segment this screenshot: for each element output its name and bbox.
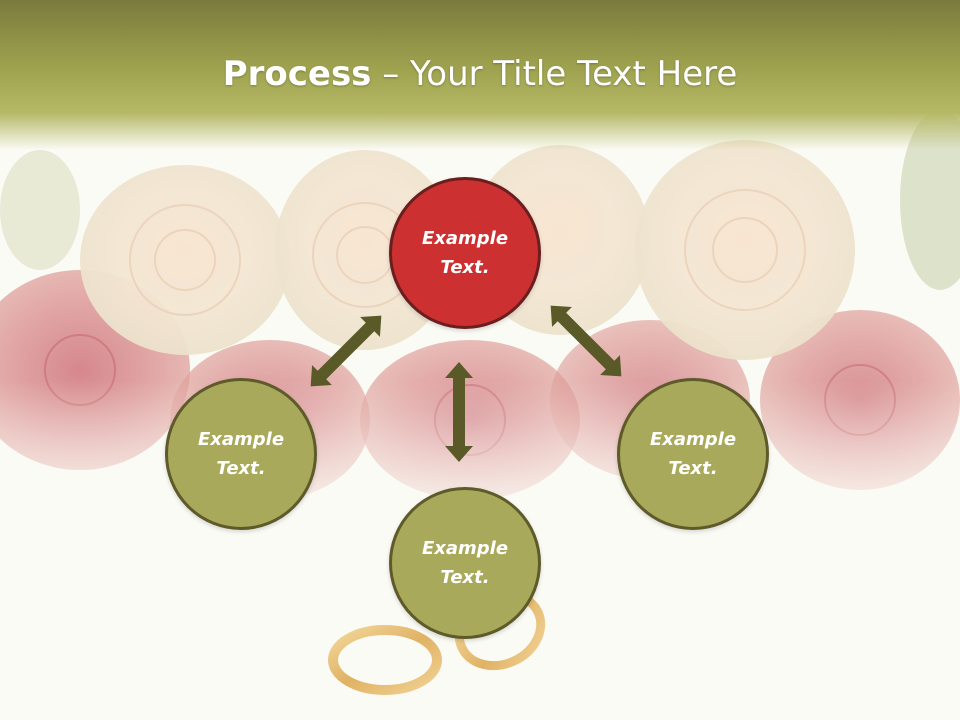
circle-top-text: Example Text. <box>421 228 509 278</box>
circle-right-text: Example Text. <box>649 429 737 479</box>
process-circle-bottom[interactable]: Example Text. <box>389 487 541 639</box>
title-bar <box>0 0 960 150</box>
slide-title[interactable]: Process – Your Title Text Here <box>0 52 960 96</box>
circle-bottom-text: Example Text. <box>421 538 509 588</box>
process-circle-top[interactable]: Example Text. <box>389 177 541 329</box>
title-rest: – Your Title Text Here <box>371 54 738 94</box>
circle-left-text: Example Text. <box>197 429 285 479</box>
process-circle-right[interactable]: Example Text. <box>617 378 769 530</box>
process-circle-left[interactable]: Example Text. <box>165 378 317 530</box>
title-bold: Process <box>222 54 372 94</box>
